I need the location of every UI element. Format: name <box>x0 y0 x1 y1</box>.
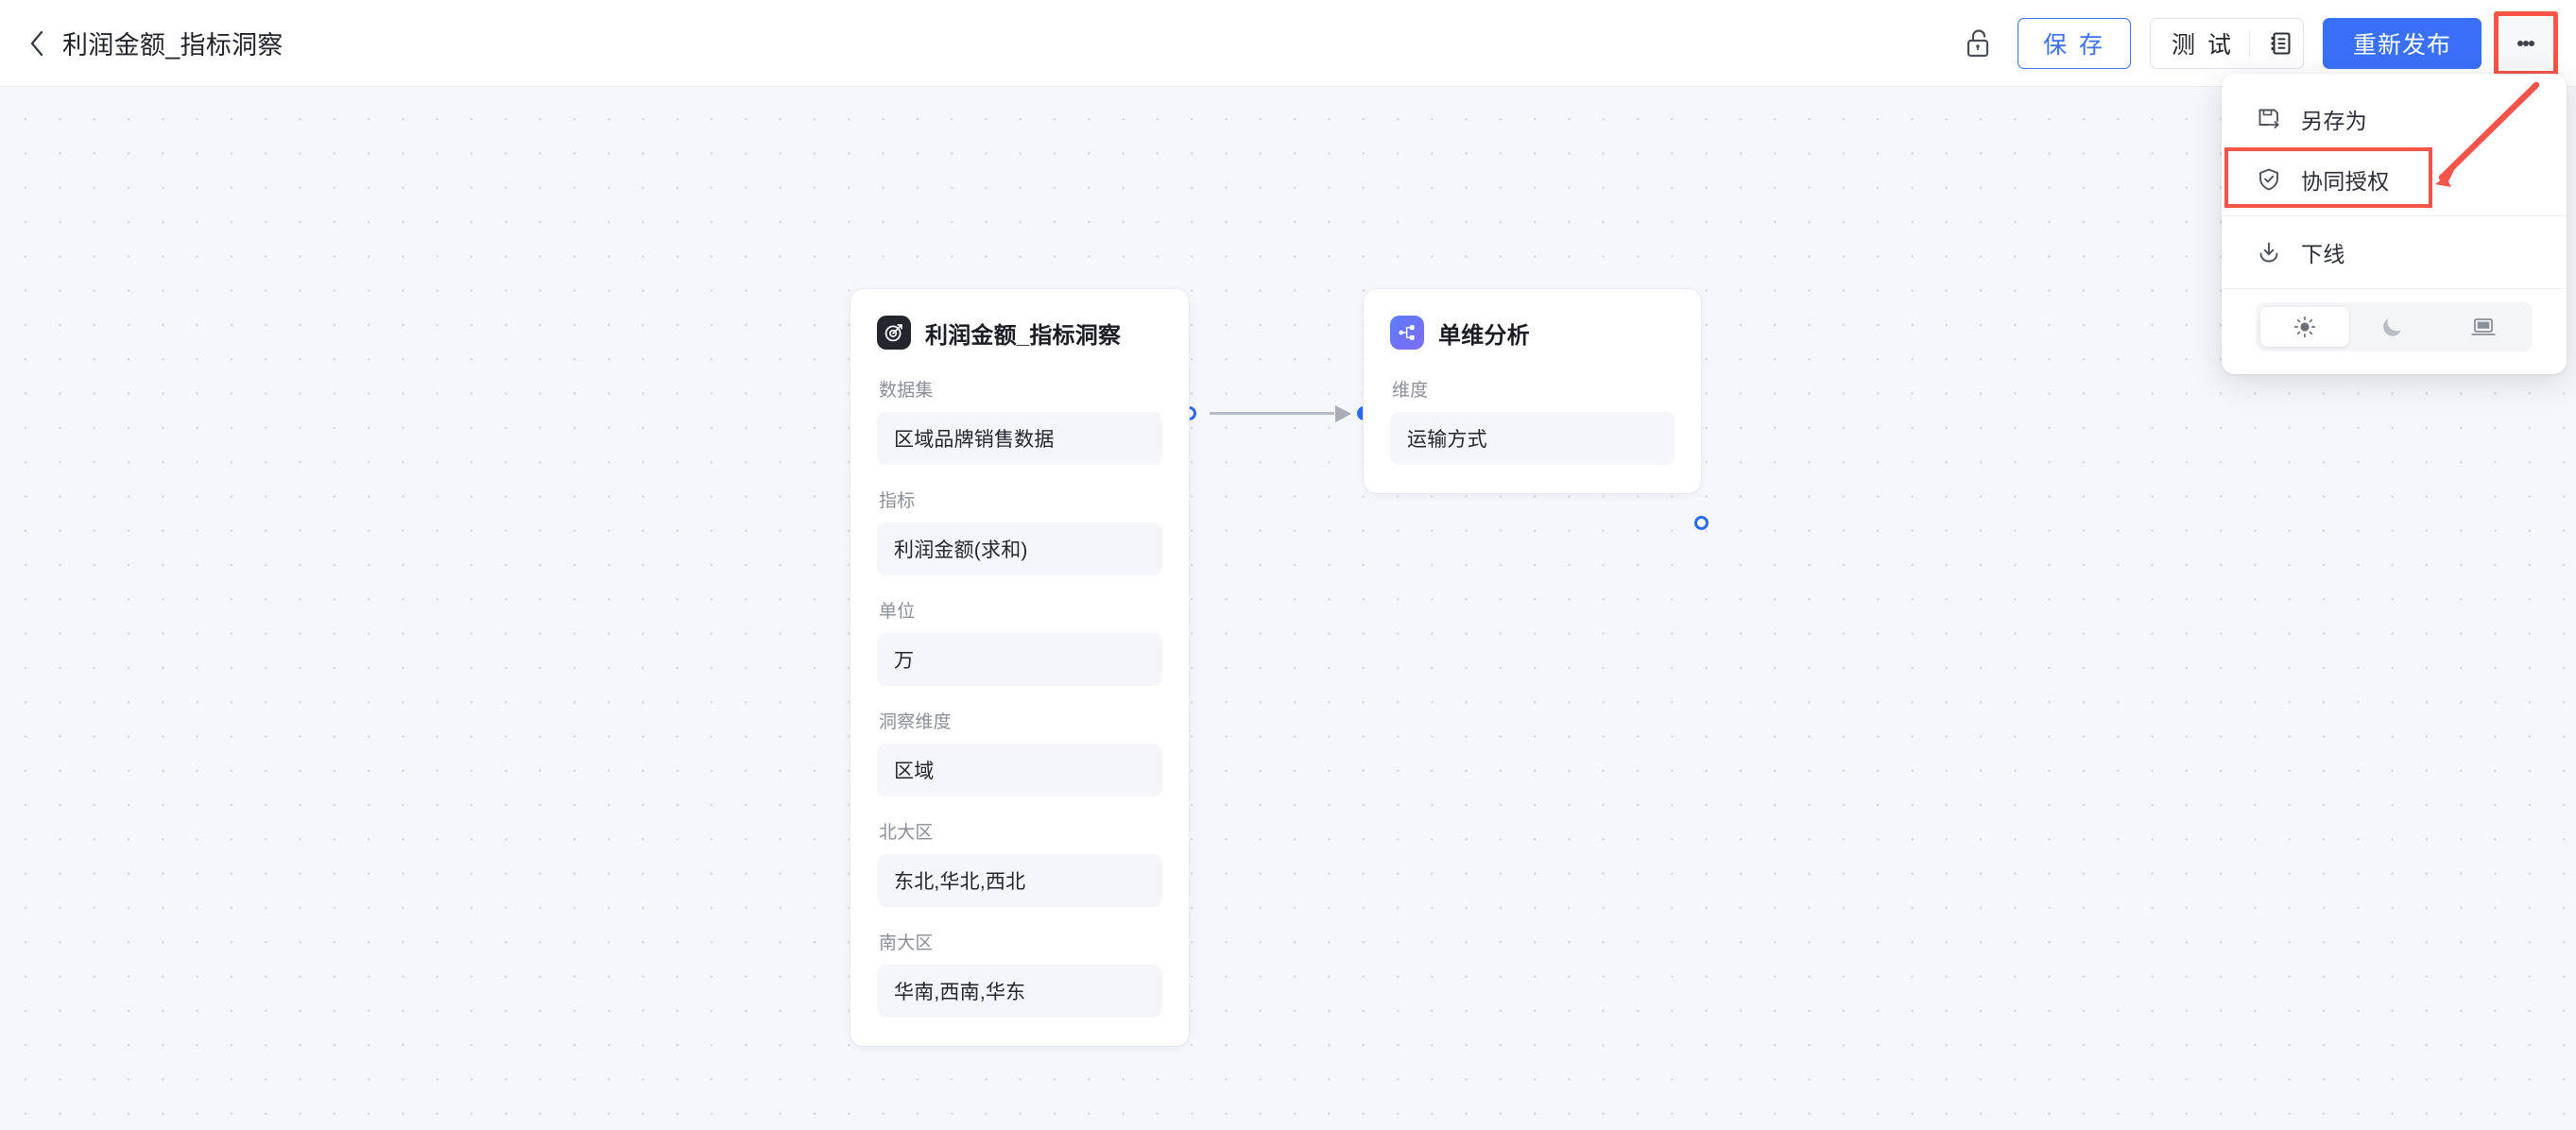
theme-option-system[interactable] <box>2439 307 2528 347</box>
field-value-north-region[interactable]: 东北,华北,西北 <box>877 854 1162 907</box>
field-value-south-region[interactable]: 华南,西南,华东 <box>877 965 1162 1018</box>
node-metric-header: 利润金额_指标洞察 <box>877 314 1162 351</box>
menu-section-offline: 下线 <box>2222 216 2567 288</box>
kebab-dot-3 <box>2529 40 2534 46</box>
menu-item-collaboration-auth[interactable]: 协同授权 <box>2222 147 2567 210</box>
toolbar-right-group: 保 存 测 试 重新发布 <box>1959 10 2576 76</box>
more-menu-dropdown: 另存为 协同授权 <box>2222 74 2567 374</box>
field-label-dimension: 维度 <box>1392 381 1429 401</box>
test-divider <box>2249 29 2250 57</box>
menu-section-primary: 另存为 协同授权 <box>2222 83 2567 215</box>
test-button-label: 测 试 <box>2172 31 2234 59</box>
field-label-metric: 指标 <box>879 491 916 511</box>
back-button[interactable] <box>26 27 47 60</box>
moon-icon <box>2383 318 2402 336</box>
menu-divider-1 <box>2222 215 2567 216</box>
log-book-icon <box>2271 31 2291 55</box>
menu-divider-2 <box>2222 288 2567 289</box>
menu-item-save-as-label: 另存为 <box>2301 109 2368 133</box>
save-button-label: 保 存 <box>2043 31 2106 59</box>
field-label-insight-dimension: 洞察维度 <box>879 712 952 732</box>
test-button[interactable]: 测 试 <box>2150 17 2304 69</box>
republish-button[interactable]: 重新发布 <box>2323 17 2482 69</box>
field-value-metric[interactable]: 利润金额(求和) <box>877 522 1162 575</box>
edge-metric-to-dimension <box>1210 405 1351 422</box>
top-toolbar: 利润金额_指标洞察 保 存 测 试 <box>0 0 2576 87</box>
menu-item-offline-label: 下线 <box>2301 242 2345 266</box>
node-metric-insight[interactable]: 利润金额_指标洞察 数据集 区域品牌销售数据 指标 利润金额(求和) 单位 万 … <box>850 289 1189 1046</box>
menu-item-save-as[interactable]: 另存为 <box>2222 89 2567 149</box>
chevron-left-icon <box>30 30 43 56</box>
node-tree-icon <box>1390 316 1424 350</box>
lock-button[interactable] <box>1959 24 1999 63</box>
kebab-dot-2 <box>2523 40 2529 46</box>
node-dimension-title: 单维分析 <box>1438 322 1530 349</box>
toolbar-left-group: 利润金额_指标洞察 <box>0 25 283 61</box>
field-label-unit: 单位 <box>879 602 916 622</box>
menu-item-collaboration-auth-label: 协同授权 <box>2301 169 2390 194</box>
shield-check-icon <box>2256 166 2282 193</box>
field-label-south-region: 南大区 <box>879 933 934 953</box>
menu-item-offline[interactable]: 下线 <box>2222 222 2567 282</box>
node-metric-title: 利润金额_指标洞察 <box>925 322 1122 349</box>
theme-option-dark[interactable] <box>2349 307 2438 347</box>
theme-switcher <box>2222 289 2567 374</box>
republish-button-label: 重新发布 <box>2352 31 2451 59</box>
field-label-north-region: 北大区 <box>879 823 934 843</box>
field-value-insight-dimension[interactable]: 区域 <box>877 744 1162 796</box>
sun-icon <box>2293 316 2316 338</box>
field-value-dataset[interactable]: 区域品牌销售数据 <box>877 412 1162 465</box>
unlock-icon <box>1966 28 1989 57</box>
target-icon <box>877 316 911 350</box>
kebab-dot-1 <box>2517 40 2523 46</box>
page-title: 利润金额_指标洞察 <box>62 31 283 60</box>
field-value-dimension[interactable]: 运输方式 <box>1390 412 1674 465</box>
download-offline-icon <box>2256 239 2282 265</box>
save-button[interactable]: 保 存 <box>2018 17 2132 69</box>
field-label-dataset: 数据集 <box>879 381 934 401</box>
theme-option-light[interactable] <box>2260 307 2350 347</box>
port-dimension-output[interactable] <box>1694 516 1709 530</box>
edge-line <box>1210 412 1334 415</box>
more-menu-button[interactable] <box>2494 10 2558 76</box>
test-log-button[interactable] <box>2265 19 2303 68</box>
monitor-icon <box>2471 318 2496 335</box>
field-value-unit[interactable]: 万 <box>877 633 1162 686</box>
theme-switch-track <box>2256 302 2533 351</box>
arrow-right-icon <box>1335 405 1351 422</box>
node-dimension-header: 单维分析 <box>1390 314 1674 351</box>
node-single-dimension-analysis[interactable]: 单维分析 维度 运输方式 <box>1364 289 1701 493</box>
flow-canvas[interactable]: 利润金额_指标洞察 数据集 区域品牌销售数据 指标 利润金额(求和) 单位 万 … <box>0 87 2576 1130</box>
save-as-icon <box>2256 106 2282 132</box>
